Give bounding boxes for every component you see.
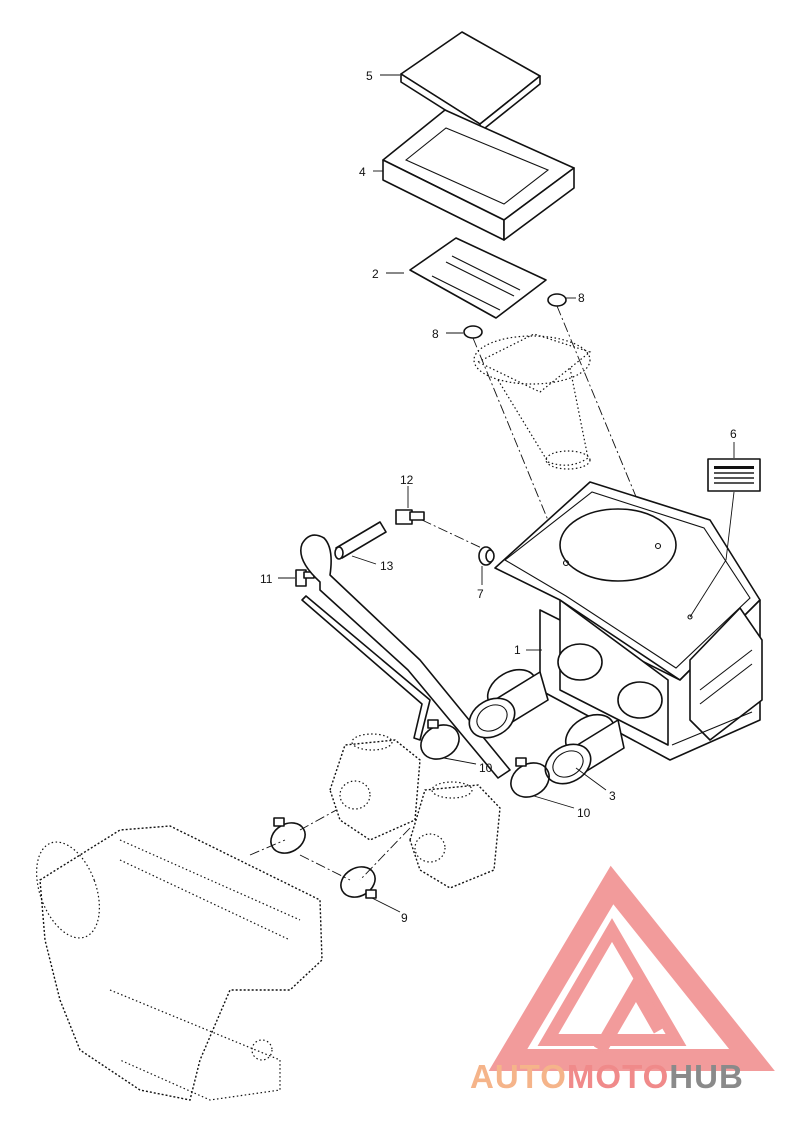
watermark-hub: HUB (669, 1058, 744, 1095)
hose-stub (334, 521, 387, 560)
filter-element (400, 31, 541, 133)
airbox (494, 481, 763, 761)
watermark-moto: MOTO (567, 1058, 669, 1095)
callout-11: 11 (260, 572, 273, 586)
clamp-bottom-left (270, 817, 306, 854)
callout-2: 2 (372, 267, 379, 281)
callout-6: 6 (730, 427, 737, 441)
intake-funnel (473, 333, 592, 470)
carburetors (329, 733, 501, 889)
intake-boot-lower (544, 713, 625, 785)
callout-1: 1 (514, 643, 521, 657)
callout-8-left: 8 (432, 327, 439, 341)
callout-13: 13 (380, 559, 394, 573)
engine (36, 825, 323, 1101)
warning-decal (707, 458, 761, 492)
plug-right (547, 293, 567, 307)
svg-text:AUTOMOTOHUB: AUTOMOTOHUB (470, 1058, 744, 1095)
plug-left (463, 325, 483, 339)
clamp-upper (420, 719, 460, 760)
watermark-logo (488, 865, 775, 1071)
callout-7: 7 (477, 587, 484, 601)
leader-lines (278, 74, 735, 913)
callout-10-lower: 10 (577, 806, 591, 820)
callout-4: 4 (359, 165, 366, 179)
callout-12: 12 (400, 473, 414, 487)
callout-5: 5 (366, 69, 373, 83)
clamp-lower (510, 757, 550, 798)
filter-frame (382, 109, 575, 241)
callout-8-right: 8 (578, 291, 585, 305)
intake-boot-upper (468, 668, 549, 739)
elbow-fitting (395, 509, 425, 525)
clamp-bottom-right (340, 866, 377, 899)
callout-10-upper: 10 (479, 761, 493, 775)
grommet (478, 546, 495, 566)
watermark-text: AUTOMOTOHUB (470, 1058, 744, 1095)
watermark-auto: AUTO (470, 1058, 567, 1095)
callout-9: 9 (401, 911, 408, 925)
support-plate (409, 237, 547, 319)
vent-hoses (300, 534, 511, 779)
callouts: 5 4 2 8 8 6 12 13 11 7 1 10 3 10 9 (260, 69, 737, 925)
callout-3: 3 (609, 789, 616, 803)
